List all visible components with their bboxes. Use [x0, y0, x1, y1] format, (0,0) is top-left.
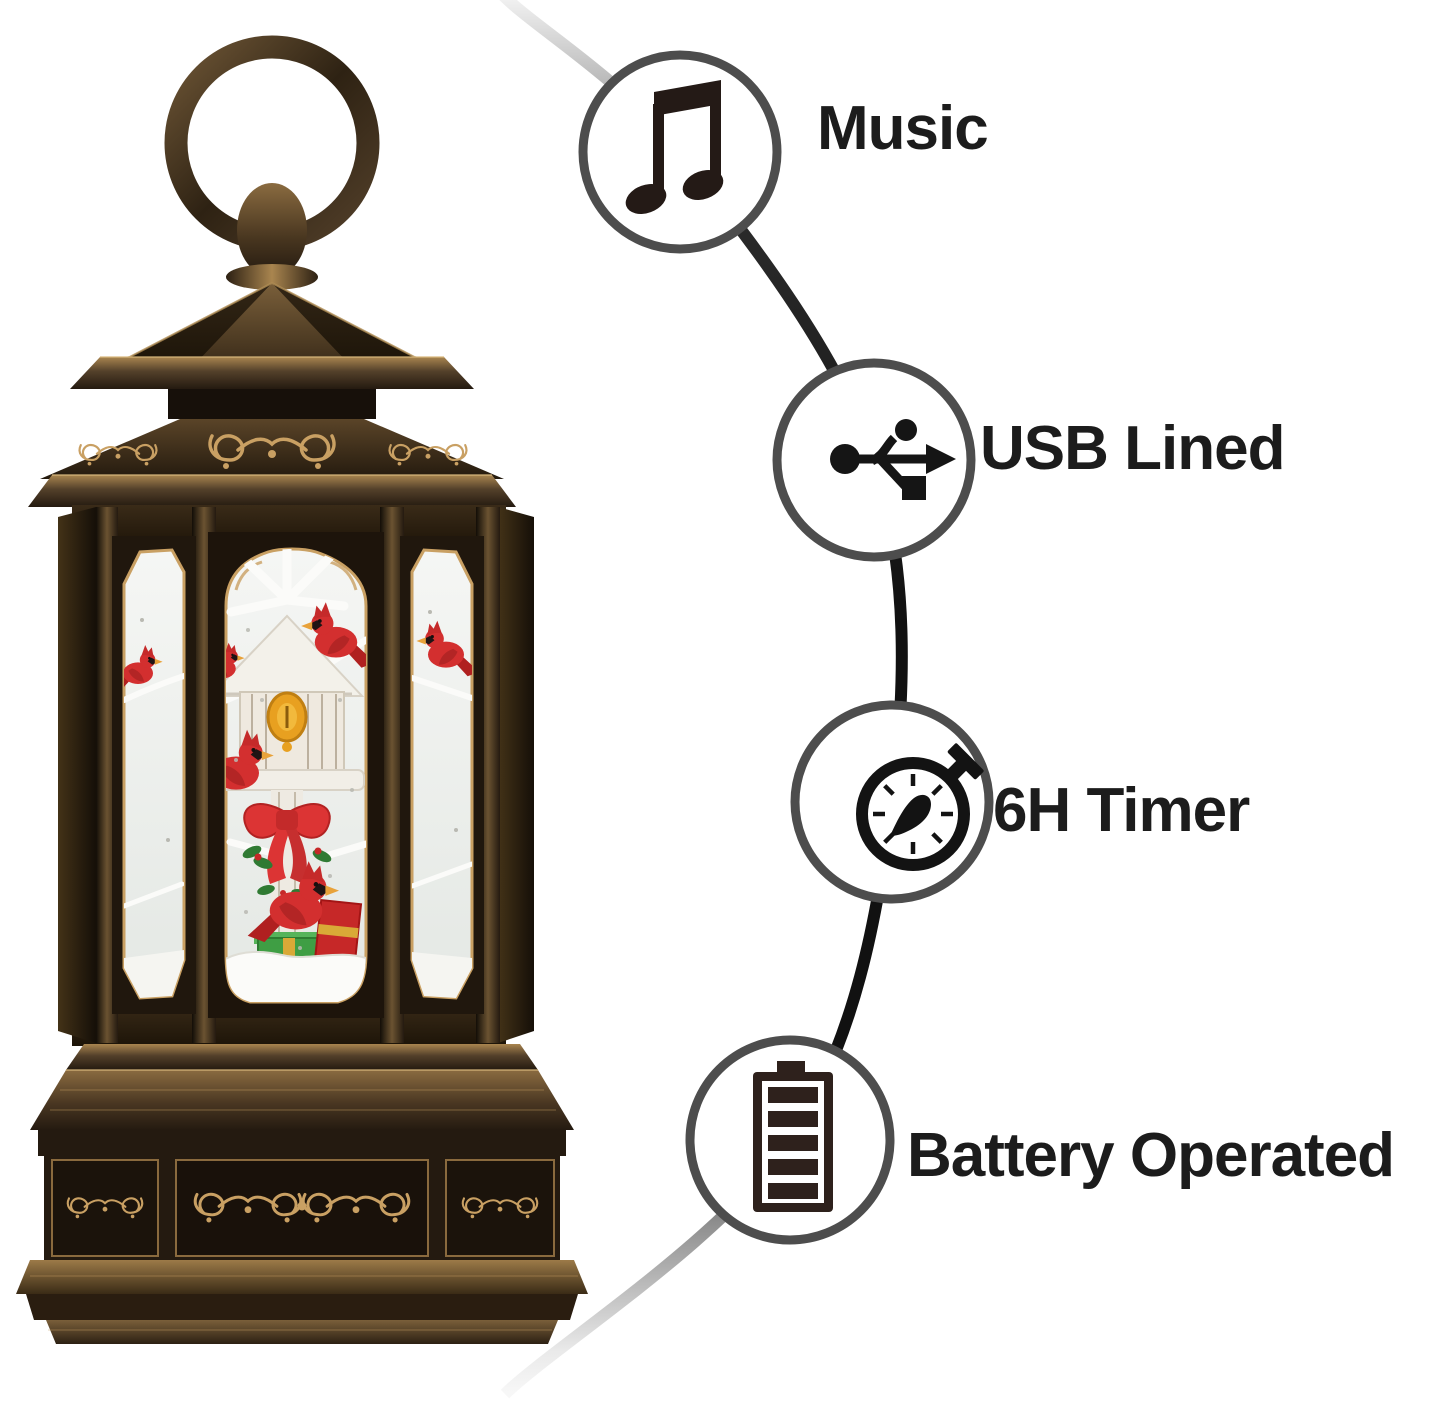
feature-circle	[578, 50, 782, 254]
right-pane-scene	[412, 610, 472, 998]
finial-knob	[237, 183, 307, 277]
holly-leaves	[242, 845, 332, 899]
lantern-roof	[28, 282, 516, 507]
red-bow	[243, 803, 331, 884]
birdhouse-knob	[282, 742, 292, 752]
left-pane-scene	[124, 618, 184, 998]
feature-badge-battery	[685, 1035, 895, 1245]
feature-badge-music	[578, 50, 782, 254]
right-outer-face	[498, 507, 534, 1043]
snow-globe-scene	[226, 549, 366, 1002]
branch-star	[226, 549, 349, 617]
snow-specks	[234, 628, 354, 950]
feature-label-timer: 6H Timer	[993, 776, 1250, 845]
feature-badge-usb	[772, 358, 976, 562]
left-outer-face	[58, 507, 96, 1043]
lantern-illustration	[16, 35, 588, 1344]
snow-ground	[226, 950, 366, 1002]
left-window-glass	[122, 548, 186, 1000]
feature-label-music: Music	[817, 94, 989, 163]
lantern-base	[16, 1044, 588, 1344]
finial-collar	[226, 264, 318, 290]
usb-icon	[830, 419, 956, 500]
music-note-icon	[625, 80, 724, 214]
battery-icon	[753, 1061, 833, 1212]
feature-label-battery: Battery Operated	[907, 1121, 1395, 1190]
feature-badge-timer	[790, 700, 994, 904]
stopwatch-icon	[856, 743, 984, 871]
base-ornament-band	[66, 1192, 539, 1224]
feature-label-usb: USB Lined	[980, 414, 1285, 483]
right-window-glass	[410, 548, 474, 1000]
